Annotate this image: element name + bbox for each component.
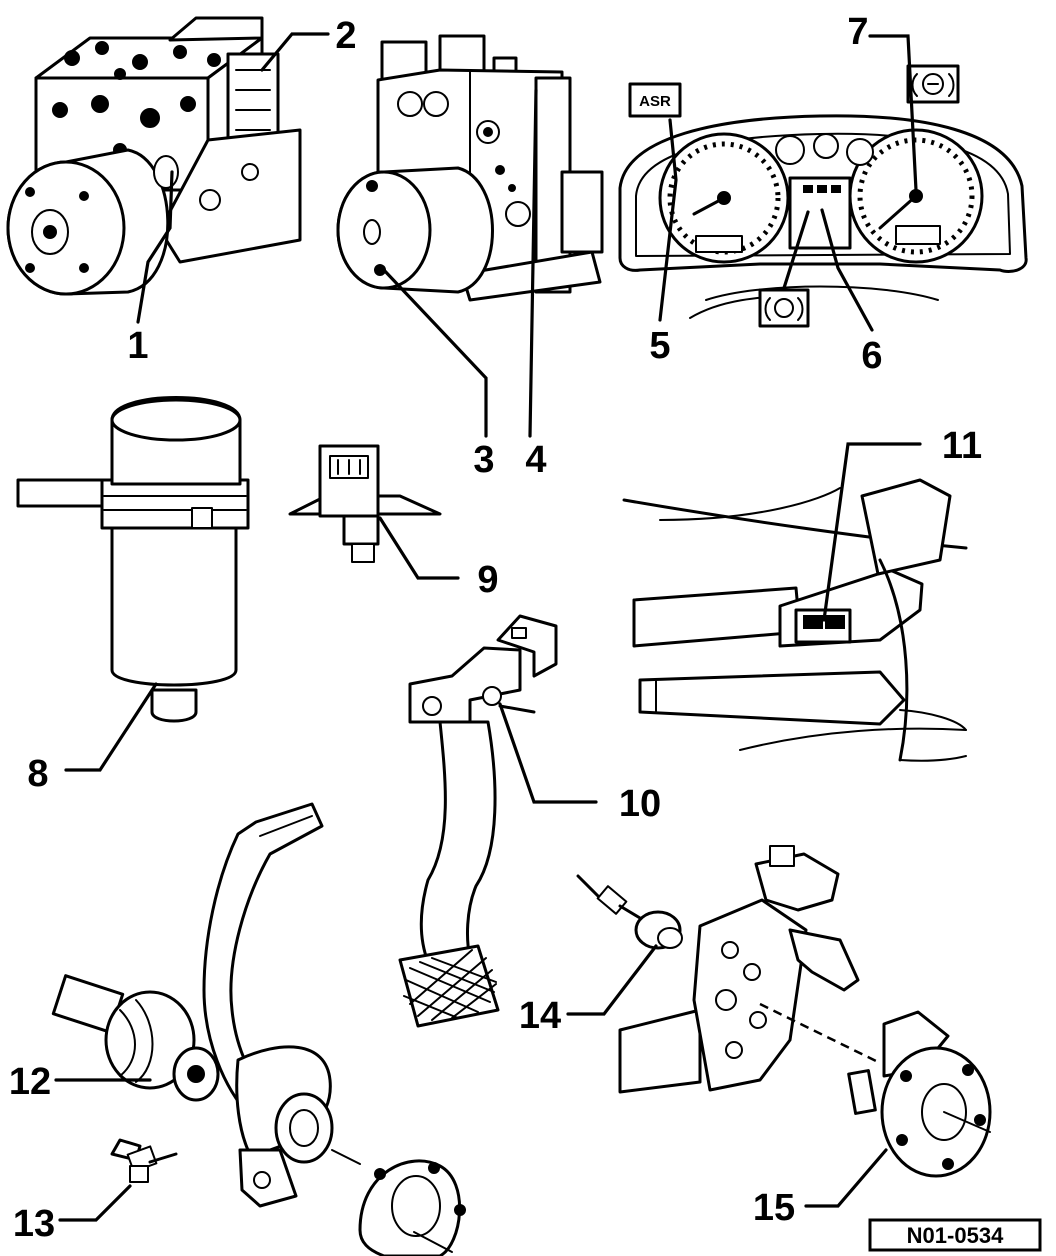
abs-warning-lamp	[758, 288, 810, 328]
callout-11: 11	[942, 425, 982, 467]
leader-lines	[54, 32, 922, 1222]
callout-6: 6	[861, 335, 882, 377]
callout-numbers: 1 2 3 4 5 6 7 8 9 10 11 12 13 14 15	[9, 11, 982, 1245]
callout-10: 10	[619, 783, 661, 825]
figure-code-box: N01-0534	[868, 1218, 1042, 1252]
callout-7: 7	[847, 11, 868, 53]
svg-text:ASR: ASR	[639, 93, 671, 110]
brake-warning-lamp	[906, 64, 960, 104]
callout-9: 9	[477, 559, 498, 601]
callout-15: 15	[753, 1187, 795, 1229]
callout-13: 13	[13, 1203, 55, 1245]
brake-pedal-assembly	[398, 614, 558, 1028]
instrument-cluster	[618, 114, 1028, 319]
hydraulic-unit-left	[6, 16, 302, 296]
sensor-connector	[288, 444, 442, 563]
handbrake-console	[622, 478, 968, 762]
callout-2: 2	[335, 15, 356, 57]
callout-12: 12	[9, 1061, 51, 1103]
callout-5: 5	[649, 325, 670, 367]
callout-3: 3	[473, 439, 494, 481]
callout-8: 8	[27, 753, 48, 795]
figure-code: N01-0534	[907, 1223, 1004, 1248]
hydraulic-unit-right	[336, 34, 604, 302]
callout-1: 1	[127, 325, 148, 367]
asr-warning-lamp: ASR	[628, 82, 682, 118]
brake-fluid-accumulator	[16, 396, 250, 723]
callout-14: 14	[519, 995, 561, 1037]
callout-4: 4	[525, 439, 546, 481]
rear-axle-assembly	[576, 845, 992, 1178]
front-suspension-assembly	[51, 802, 466, 1256]
